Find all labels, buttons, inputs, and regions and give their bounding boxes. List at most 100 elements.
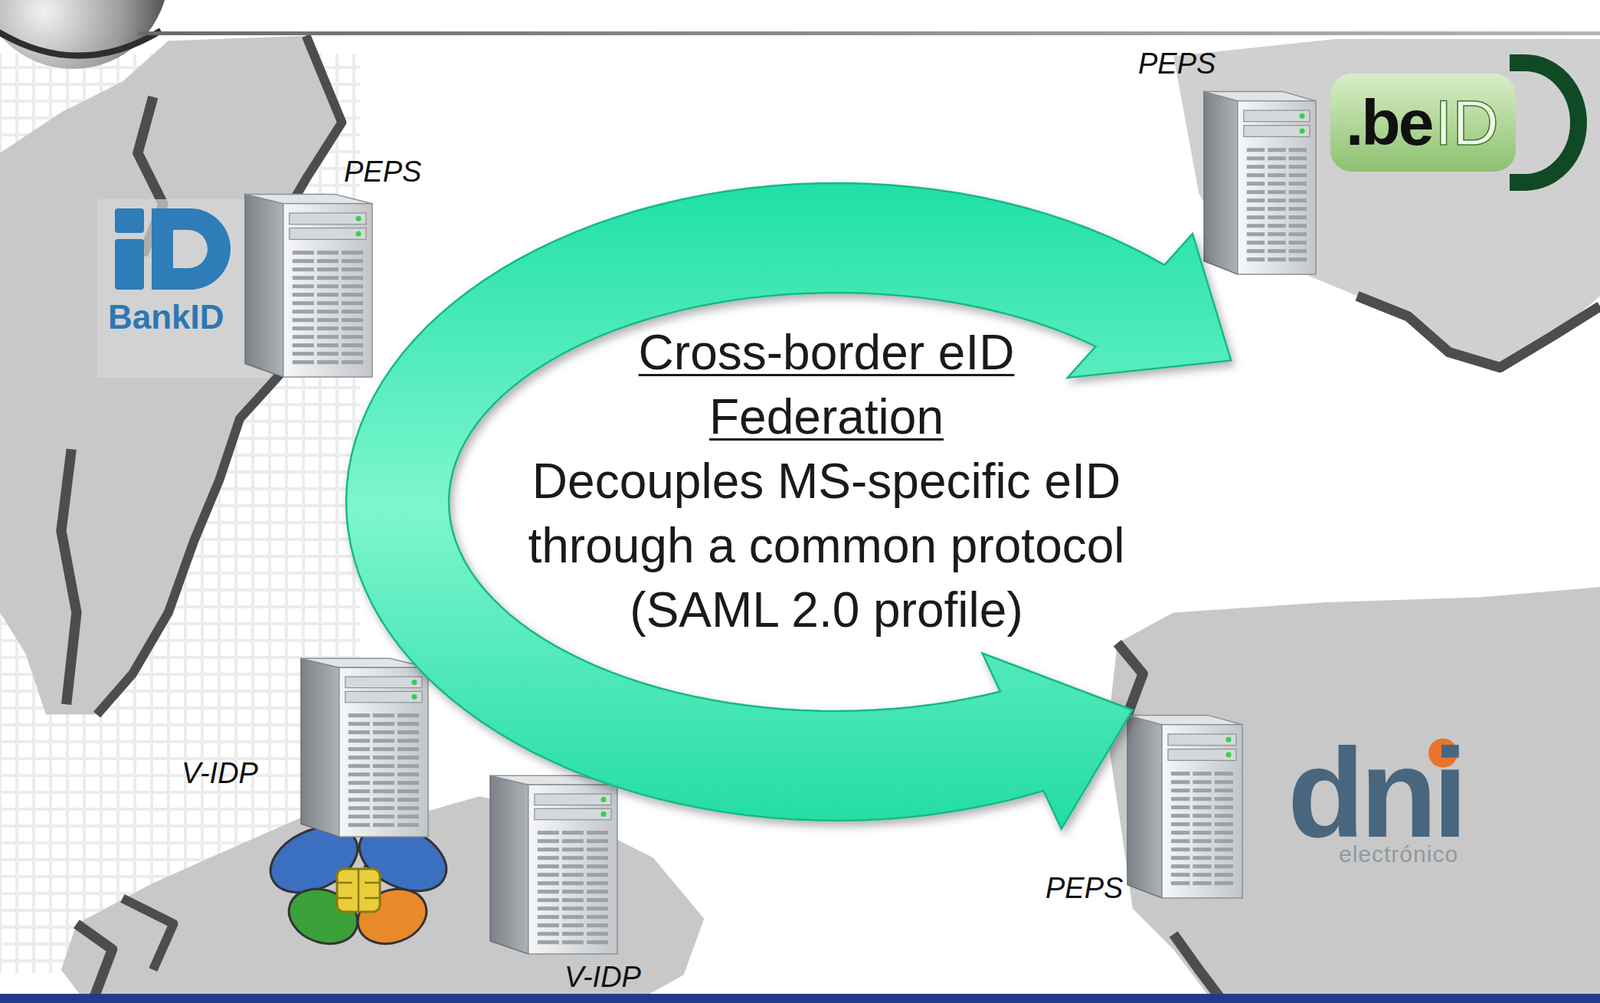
vent-slot xyxy=(1267,248,1286,253)
vent-slot xyxy=(562,931,584,936)
vent-slot xyxy=(1214,788,1234,792)
vent-slot xyxy=(292,284,315,288)
vent-slot xyxy=(562,897,584,902)
globe-rim xyxy=(0,22,161,56)
vent-slot xyxy=(292,343,315,347)
vent-slot xyxy=(1192,872,1211,877)
border-line xyxy=(122,897,174,969)
drive-bay xyxy=(345,690,423,702)
vent-slot xyxy=(562,906,584,910)
vent-slot xyxy=(1171,880,1190,885)
vent-slot xyxy=(1192,863,1211,868)
server-side xyxy=(301,657,340,837)
vent-slot xyxy=(292,258,315,263)
vent-slot xyxy=(562,863,584,868)
server-icon xyxy=(1127,714,1243,898)
vent-slot xyxy=(317,343,339,347)
vent-slot xyxy=(537,838,560,843)
vent-slot xyxy=(1267,240,1286,245)
server-top xyxy=(245,193,373,203)
vent-slot xyxy=(1214,872,1234,877)
vent-slot xyxy=(1246,189,1265,194)
vent-slot xyxy=(1246,147,1265,152)
vent-slot xyxy=(586,922,609,927)
vent-slot xyxy=(1246,248,1265,253)
vent-slot xyxy=(397,729,419,734)
bankid-icon-d xyxy=(151,208,231,290)
vent-slot xyxy=(348,822,370,827)
vent-slot xyxy=(562,922,584,927)
vent-slot xyxy=(373,788,395,793)
status-led xyxy=(356,215,362,222)
vent-slot xyxy=(586,897,609,902)
vent-slot xyxy=(397,797,419,802)
vent-slot xyxy=(397,713,419,717)
vent-slot xyxy=(373,805,395,810)
logo-subtext: electrónico xyxy=(1338,842,1459,866)
smart-chip xyxy=(337,868,380,912)
server-top xyxy=(301,657,429,668)
vent-slot xyxy=(537,863,560,868)
vent-slot xyxy=(292,326,315,331)
vent-slot xyxy=(292,309,315,314)
vent-slot xyxy=(397,780,419,785)
vent-slot xyxy=(1267,215,1286,220)
vent-slot xyxy=(1214,847,1234,851)
vent-slot xyxy=(1192,771,1211,776)
status-led xyxy=(356,231,362,237)
vent-slot xyxy=(1289,206,1307,211)
server-icon xyxy=(301,657,429,837)
vent-slot xyxy=(348,721,370,726)
logo-text: BankID xyxy=(107,300,225,334)
border-line xyxy=(1357,295,1600,367)
vent-slot xyxy=(348,814,370,818)
vent-slot xyxy=(1246,215,1265,220)
vent-slot xyxy=(1267,198,1286,203)
vent-slot xyxy=(1214,821,1234,826)
vent-slot xyxy=(1246,257,1265,262)
server-front xyxy=(339,667,429,837)
vent-slot xyxy=(341,359,364,364)
vent-slot xyxy=(1246,181,1265,186)
logo-layer xyxy=(1330,62,1579,768)
vent-slot xyxy=(341,250,364,255)
vent-slot xyxy=(1192,830,1211,835)
vent-slot xyxy=(373,772,395,776)
server-front xyxy=(528,784,618,954)
vent-slot xyxy=(317,301,339,305)
vent-slot xyxy=(341,284,364,288)
vent-slot xyxy=(1289,257,1307,262)
vent-slot xyxy=(1289,147,1307,152)
vent-slot xyxy=(373,822,395,827)
vent-slot xyxy=(1171,830,1190,835)
vent-slot xyxy=(317,359,339,364)
vent-slot xyxy=(341,301,364,305)
vent-slot xyxy=(317,326,339,331)
server-top xyxy=(1127,714,1243,724)
server-front xyxy=(1161,724,1243,898)
vent-slot xyxy=(1246,240,1265,245)
vent-slot xyxy=(537,922,560,927)
vent-slot xyxy=(317,258,339,263)
vent-slot xyxy=(1289,173,1307,177)
vent-slot xyxy=(1267,156,1286,161)
vent-slot xyxy=(1192,838,1211,843)
vent-slot xyxy=(292,250,315,255)
vent-slot xyxy=(341,267,364,272)
server-side xyxy=(1204,91,1238,275)
status-led xyxy=(601,811,607,817)
vent-slot xyxy=(537,897,560,902)
vent-slot xyxy=(562,830,584,835)
vent-slot xyxy=(562,847,584,851)
server-icon xyxy=(490,775,618,954)
server-label: PEPS xyxy=(343,157,422,187)
server-top xyxy=(1204,91,1316,101)
diagram-title: Cross-border eID Federation xyxy=(588,320,1064,449)
vent-slot xyxy=(1214,855,1234,860)
vent-slot xyxy=(1214,863,1234,868)
status-led xyxy=(1299,128,1306,135)
vent-slot xyxy=(537,830,560,835)
vent-slot xyxy=(562,939,584,944)
vent-slot xyxy=(562,889,584,894)
vent-slot xyxy=(537,939,560,944)
